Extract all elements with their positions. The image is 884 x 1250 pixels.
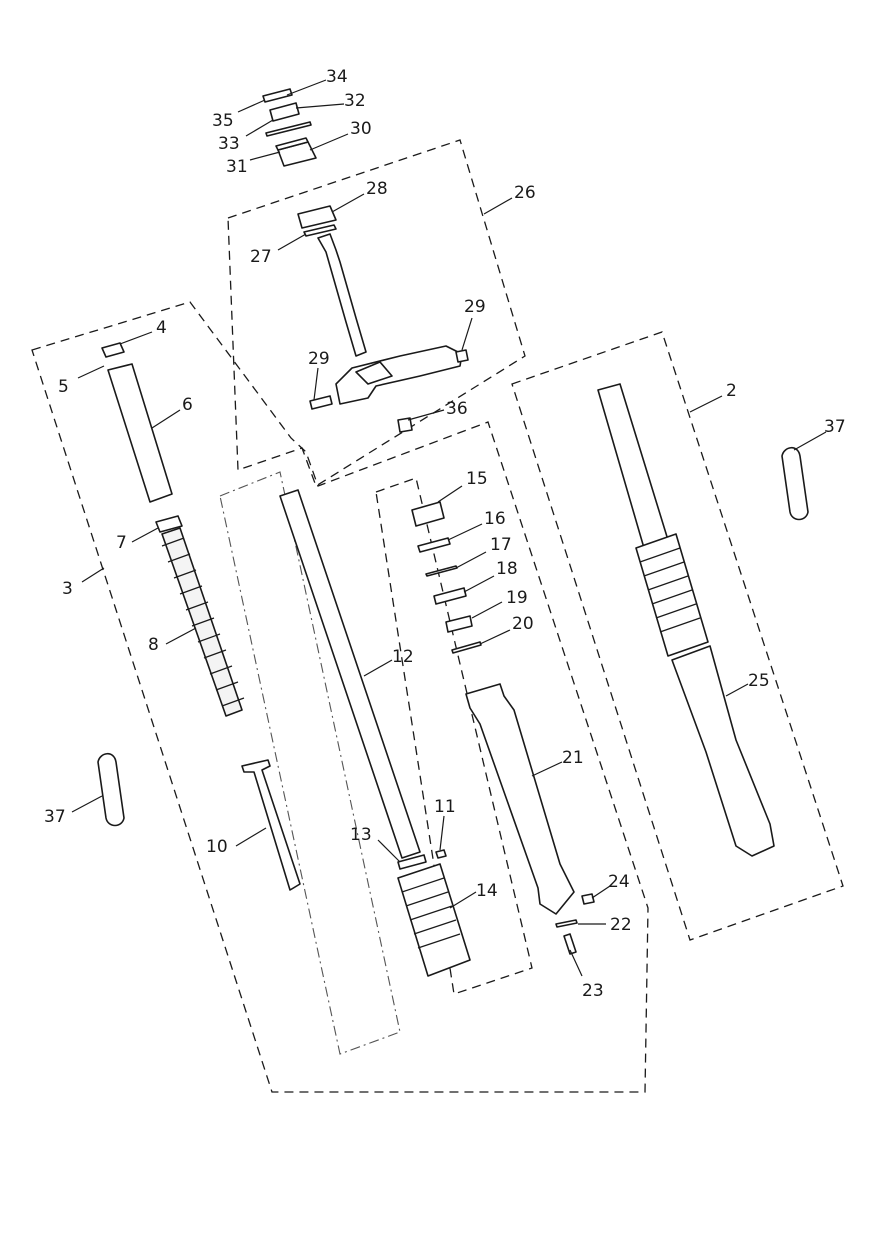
left-fork-internals [101, 342, 301, 891]
part-12-fork-tube [279, 489, 421, 859]
callout-33: 33 [218, 134, 240, 154]
group-boundary-3 [31, 301, 649, 1093]
part-17 [425, 565, 458, 577]
group-boundary-2 [511, 331, 844, 941]
part-18 [433, 587, 467, 605]
group-boundary-inner-12 [219, 471, 401, 1055]
callout-19: 19 [506, 588, 528, 608]
callout-29-right: 29 [464, 297, 486, 317]
callout-8: 8 [148, 635, 159, 655]
callout-18: 18 [496, 559, 518, 579]
callout-20: 20 [512, 614, 534, 634]
part-24 [581, 893, 595, 905]
part-11 [435, 849, 447, 859]
lower-yoke [335, 345, 463, 405]
seal-stack [411, 501, 482, 654]
callout-16: 16 [484, 509, 506, 529]
callout-31: 31 [226, 157, 248, 177]
callout-15: 15 [466, 469, 488, 489]
fork-tube-group [279, 489, 471, 977]
callout-28: 28 [366, 179, 388, 199]
lower-leg-21 [465, 683, 595, 955]
part-4 [101, 342, 125, 358]
part-6 [107, 363, 173, 503]
part-29-right-bolt [455, 349, 469, 363]
part-37-right [781, 446, 809, 521]
callout-10: 10 [206, 837, 228, 857]
part-7 [155, 515, 183, 533]
right-gaiter-ribs [639, 547, 701, 633]
callout-24: 24 [608, 872, 630, 892]
callout-13: 13 [350, 825, 372, 845]
part-20 [451, 641, 482, 654]
callout-23: 23 [582, 981, 604, 1001]
callout-4: 4 [156, 318, 167, 338]
part-21-slider [465, 683, 575, 915]
part-32 [265, 121, 312, 137]
part-23 [563, 933, 577, 955]
right-fork-assembly-25 [597, 383, 775, 857]
callout-5: 5 [58, 377, 69, 397]
callout-labels: 2 3 4 5 6 7 8 10 11 12 13 14 15 16 17 18… [44, 67, 846, 1001]
gaiter-ribs [401, 877, 461, 949]
part-29-left-bolt [309, 395, 333, 410]
callout-17: 17 [490, 535, 512, 555]
lower-yoke-clamp [355, 361, 393, 385]
part-19 [445, 615, 473, 633]
part-10 [241, 759, 301, 891]
callout-6: 6 [182, 395, 193, 415]
steering-stem [317, 233, 367, 357]
callout-37-left: 37 [44, 807, 66, 827]
callout-27: 27 [250, 247, 272, 267]
part-37-left [97, 752, 125, 827]
part-25-slider [671, 645, 775, 857]
bearing-stack [262, 88, 317, 167]
callout-35: 35 [212, 111, 234, 131]
callout-7: 7 [116, 533, 127, 553]
part-13 [397, 854, 427, 870]
part-16 [417, 537, 451, 553]
part-14-gaiter [397, 863, 471, 977]
part-15 [411, 501, 445, 527]
callout-12: 12 [392, 647, 414, 667]
callout-36: 36 [446, 399, 468, 419]
part-25-gaiter [635, 533, 709, 657]
callout-25: 25 [748, 671, 770, 691]
part-22 [555, 919, 578, 928]
callout-30: 30 [350, 119, 372, 139]
part-28 [297, 205, 337, 229]
callout-29-left: 29 [308, 349, 330, 369]
group-boundary-inner-15 [375, 477, 533, 995]
part-36 [397, 417, 413, 433]
callout-32: 32 [344, 91, 366, 111]
steering-stem-assembly [297, 205, 469, 410]
spring-coils [161, 537, 245, 707]
callout-11: 11 [434, 797, 456, 817]
callout-3: 3 [62, 579, 73, 599]
part-33 [269, 102, 300, 122]
callout-21: 21 [562, 748, 584, 768]
callout-37-right: 37 [824, 417, 846, 437]
group-boundary-26 [227, 139, 526, 487]
part-25-upper-tube [597, 383, 669, 549]
callout-22: 22 [610, 915, 632, 935]
callout-2: 2 [726, 381, 737, 401]
callout-34: 34 [326, 67, 348, 87]
callout-14: 14 [476, 881, 498, 901]
leader-lines [71, 79, 827, 977]
callout-26: 26 [514, 183, 536, 203]
part-31 [275, 137, 309, 151]
part-34 [262, 88, 293, 103]
